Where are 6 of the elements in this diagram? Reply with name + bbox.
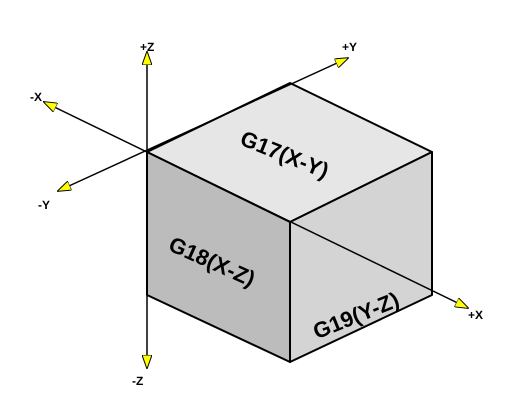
axis-label: +Z	[140, 40, 154, 54]
axis-label: +X	[468, 308, 484, 322]
axis-label: -X	[30, 90, 42, 104]
axis-label: -Z	[132, 374, 144, 388]
axis-label: +Y	[342, 40, 358, 54]
axis-label: -Y	[38, 198, 50, 212]
